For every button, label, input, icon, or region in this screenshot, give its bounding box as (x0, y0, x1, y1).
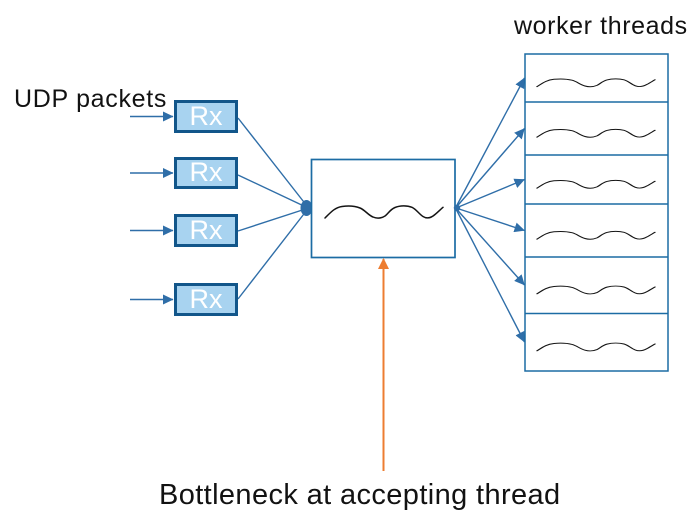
worker-connector-6 (455, 208, 526, 343)
rx-connector-4 (237, 209, 308, 300)
rx-box-4-label: Rx (189, 283, 223, 314)
worker-connector-1 (455, 77, 526, 208)
convergence-blob (300, 200, 313, 216)
accepting-thread-box (310, 158, 456, 259)
bottleneck-label: Bottleneck at accepting thread (159, 479, 561, 511)
accept-to-worker-connectors (455, 77, 526, 343)
rx-connector-3 (237, 207, 308, 232)
udp-packets-label: UDP packets (14, 84, 168, 113)
rx-box-2-label: Rx (189, 157, 223, 187)
worker-thread-stack (524, 53, 669, 372)
rx-box-3: Rx (174, 214, 238, 247)
rx-box-4: Rx (174, 283, 238, 316)
fan-origin-dot (453, 204, 461, 212)
rx-box-1-label: Rx (189, 100, 223, 131)
rx-box-1: Rx (174, 100, 238, 133)
worker-stack-outline (524, 53, 669, 372)
worker-connector-5 (455, 208, 526, 286)
worker-connector-4 (455, 207, 525, 233)
rx-to-accept-connectors (237, 117, 308, 300)
udp-input-arrows (130, 111, 174, 305)
rx-connector-2 (237, 174, 308, 209)
worker-connector-2 (455, 128, 526, 208)
worker-threads-label: worker threads (514, 11, 688, 40)
rx-box-3-label: Rx (189, 214, 223, 245)
rx-box-2: Rx (174, 157, 238, 189)
worker-connector-3 (455, 178, 525, 209)
rx-connector-1 (237, 117, 308, 207)
